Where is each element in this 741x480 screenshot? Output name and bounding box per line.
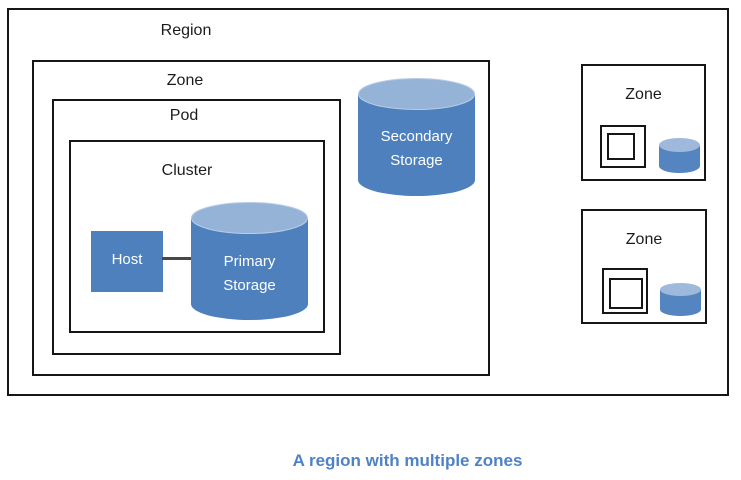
- cluster-box: [69, 140, 325, 333]
- host-box: Host: [91, 231, 163, 292]
- zone-box: [32, 60, 490, 376]
- mini-pod-square: [602, 268, 648, 314]
- pod-label: Pod: [169, 107, 199, 124]
- cylinder-icon: [358, 78, 475, 196]
- host-storage-connector: [162, 257, 192, 260]
- mini-storage-cylinder-icon: [660, 283, 701, 316]
- region-box: [7, 8, 729, 396]
- secondary-storage-cylinder: Secondary Storage: [358, 78, 475, 196]
- primary-storage-label: Primary Storage: [223, 253, 276, 294]
- mini-storage-cylinder-icon: [659, 138, 700, 173]
- zone-label: Zone: [166, 72, 204, 89]
- region-label: Region: [160, 22, 212, 39]
- zone-right-top-label: Zone: [625, 86, 662, 103]
- cluster-label: Cluster: [161, 162, 213, 179]
- zone-right-top-box: Zone: [581, 64, 706, 181]
- primary-storage-cylinder: Primary Storage: [191, 202, 308, 320]
- pod-box: [52, 99, 341, 355]
- zone-right-bottom-label: Zone: [625, 231, 663, 248]
- mini-cluster-square: [607, 133, 635, 160]
- mini-pod-square: [600, 125, 646, 168]
- mini-cluster-square: [609, 278, 643, 309]
- zone-right-bottom-box: Zone: [581, 209, 707, 324]
- host-label: Host: [111, 250, 143, 268]
- cylinder-icon: [191, 202, 308, 320]
- secondary-storage-label: Secondary Storage: [380, 128, 453, 169]
- figure-caption: A region with multiple zones: [292, 451, 523, 470]
